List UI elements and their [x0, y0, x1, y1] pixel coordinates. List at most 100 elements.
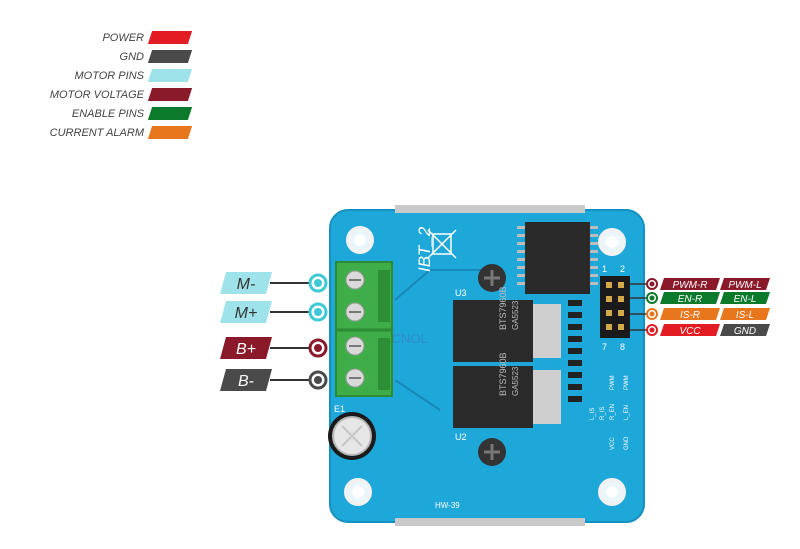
pin-dot-center [314, 279, 322, 287]
pin-tag-label: M- [237, 276, 256, 293]
mounting-hole-tl [346, 226, 374, 254]
pin-dot-center [314, 344, 322, 352]
pin-dot-center [649, 327, 655, 333]
pin-tag-right-label: IS-L [736, 310, 754, 321]
terminal-block [335, 261, 393, 397]
legend-item: CURRENT ALARM [20, 123, 193, 142]
mounting-hole-bl [344, 478, 372, 506]
chip-label-u2: U2 [455, 432, 467, 442]
pin-dot-center [314, 376, 322, 384]
silk-l-is: L_IS [590, 408, 596, 420]
chip-label-u3: U3 [455, 288, 467, 298]
pin-callout-row: VCC GND [630, 324, 770, 337]
legend-item: MOTOR PINS [20, 66, 193, 85]
pcb-label-2: 2 [620, 264, 625, 274]
pin-tag-left-label: VCC [679, 326, 701, 337]
pin-tag-left-label: EN-R [678, 294, 702, 305]
pcb-label-7: 7 [602, 342, 607, 352]
silk-r-en: R_EN [610, 404, 616, 420]
pcb-board: IBT_2 U3 U2 [328, 205, 645, 526]
legend-item: MOTOR VOLTAGE [20, 85, 193, 104]
pin-tag-right-label: PWM-L [728, 280, 761, 291]
pin-tag [220, 337, 272, 359]
pin-callout-bx: B- [220, 369, 328, 391]
pin-tag-left-label: IS-R [680, 310, 700, 321]
pin-callout-row: PWM-R PWM-L [630, 278, 770, 291]
right-pin-callouts: PWM-R PWM-L EN-R EN-L IS-R IS-L VCC GND [630, 278, 770, 337]
legend-label: POWER [102, 31, 144, 44]
pin-dot-center [314, 308, 322, 316]
driver-ic-chip [525, 222, 590, 294]
legend-item: ENABLE PINS [20, 104, 193, 123]
silk-vcc: VCC [610, 437, 616, 450]
pin-dot-center [649, 281, 655, 287]
mosfet-top-part: BTS7960B [498, 286, 508, 330]
pin-tag-right [720, 308, 770, 320]
pin-callout-mx: M+ [220, 301, 328, 323]
mosfet-top: BTS7960B GA5523 [453, 286, 561, 362]
pin-callout-bx: B+ [220, 337, 328, 359]
legend-label: GND [119, 50, 144, 63]
pin-tag-right-label: GND [734, 326, 756, 337]
mosfet-top-code: GA5523 [511, 300, 520, 330]
pin-tag-right-label: EN-L [734, 294, 757, 305]
ic-pins [517, 226, 598, 285]
mounting-hole-tr [598, 228, 626, 256]
legend-label: MOTOR VOLTAGE [49, 88, 144, 101]
mounting-hole-br [598, 478, 626, 506]
legend-item: GND [20, 47, 193, 66]
pin-callout-row: EN-R EN-L [630, 292, 770, 305]
mosfet-bottom-code: GA5523 [511, 366, 520, 396]
weee-bin-icon [427, 229, 457, 259]
pin-dot-center [649, 311, 655, 317]
pcb-label-8: 8 [620, 342, 625, 352]
pin-callout-row: IS-R IS-L [630, 308, 770, 321]
mosfet-bottom: BTS7960B GA5523 [453, 352, 561, 428]
pin-tag-left [660, 292, 720, 304]
pin-tag [220, 272, 272, 294]
left-pin-callouts: M- M+ B+ B- [220, 272, 328, 391]
legend-label: MOTOR PINS [74, 69, 144, 82]
terminal-screw-3 [345, 336, 365, 356]
silkscreen-pin-names: PWM PWM R_EN L_EN R_IS L_IS VCC GND [590, 375, 630, 450]
terminal-screw-1 [345, 270, 365, 290]
pin-tag-left [660, 324, 720, 336]
pin-callout-mx: M- [220, 272, 328, 294]
heatsink-bottom [395, 518, 585, 526]
terminal-screw-4 [345, 368, 365, 388]
color-legend: POWER GND MOTOR PINS MOTOR VOLTAGE ENABLE PI… [20, 28, 193, 142]
pin-tag-left [660, 308, 720, 320]
heatsink-top [395, 205, 585, 213]
mosfet-bottom-part: BTS7960B [498, 352, 508, 396]
capacitor-label: E1 [334, 404, 345, 414]
pin-dot-center [649, 295, 655, 301]
board-title: IBT_2 [415, 226, 434, 272]
pin-tag [220, 369, 272, 391]
pin-tag-left-label: PWM-R [673, 280, 708, 291]
legend-label: CURRENT ALARM [49, 126, 144, 139]
pin-tag-right [720, 292, 770, 304]
pin-tag-right [720, 278, 770, 290]
pin-tag-right [720, 324, 770, 336]
pin-tag-left [660, 278, 720, 290]
silk-pwm: PWM [610, 375, 616, 390]
silk-r-is: R_IS [600, 407, 606, 420]
electrolytic-capacitor [328, 412, 376, 460]
pcb-label-1: 1 [602, 264, 607, 274]
pin-tag-label: M+ [235, 305, 258, 322]
legend-label: ENABLE PINS [71, 107, 144, 120]
pcb-trace [394, 269, 500, 411]
silk-gnd: GND [624, 436, 630, 450]
pin-tag-label: B+ [236, 341, 256, 358]
pin-header [600, 276, 630, 338]
terminal-screw-2 [345, 302, 365, 322]
legend-item: POWER [20, 28, 193, 47]
smd-resistors [568, 300, 582, 402]
silk-pwm-2: PWM [624, 375, 630, 390]
heatsink-screw-top [478, 264, 506, 292]
pin-tag-label: B- [238, 373, 254, 390]
pin-tag [220, 301, 272, 323]
heatsink-screw-bottom [478, 438, 506, 466]
silk-l-en: L_EN [624, 405, 630, 420]
